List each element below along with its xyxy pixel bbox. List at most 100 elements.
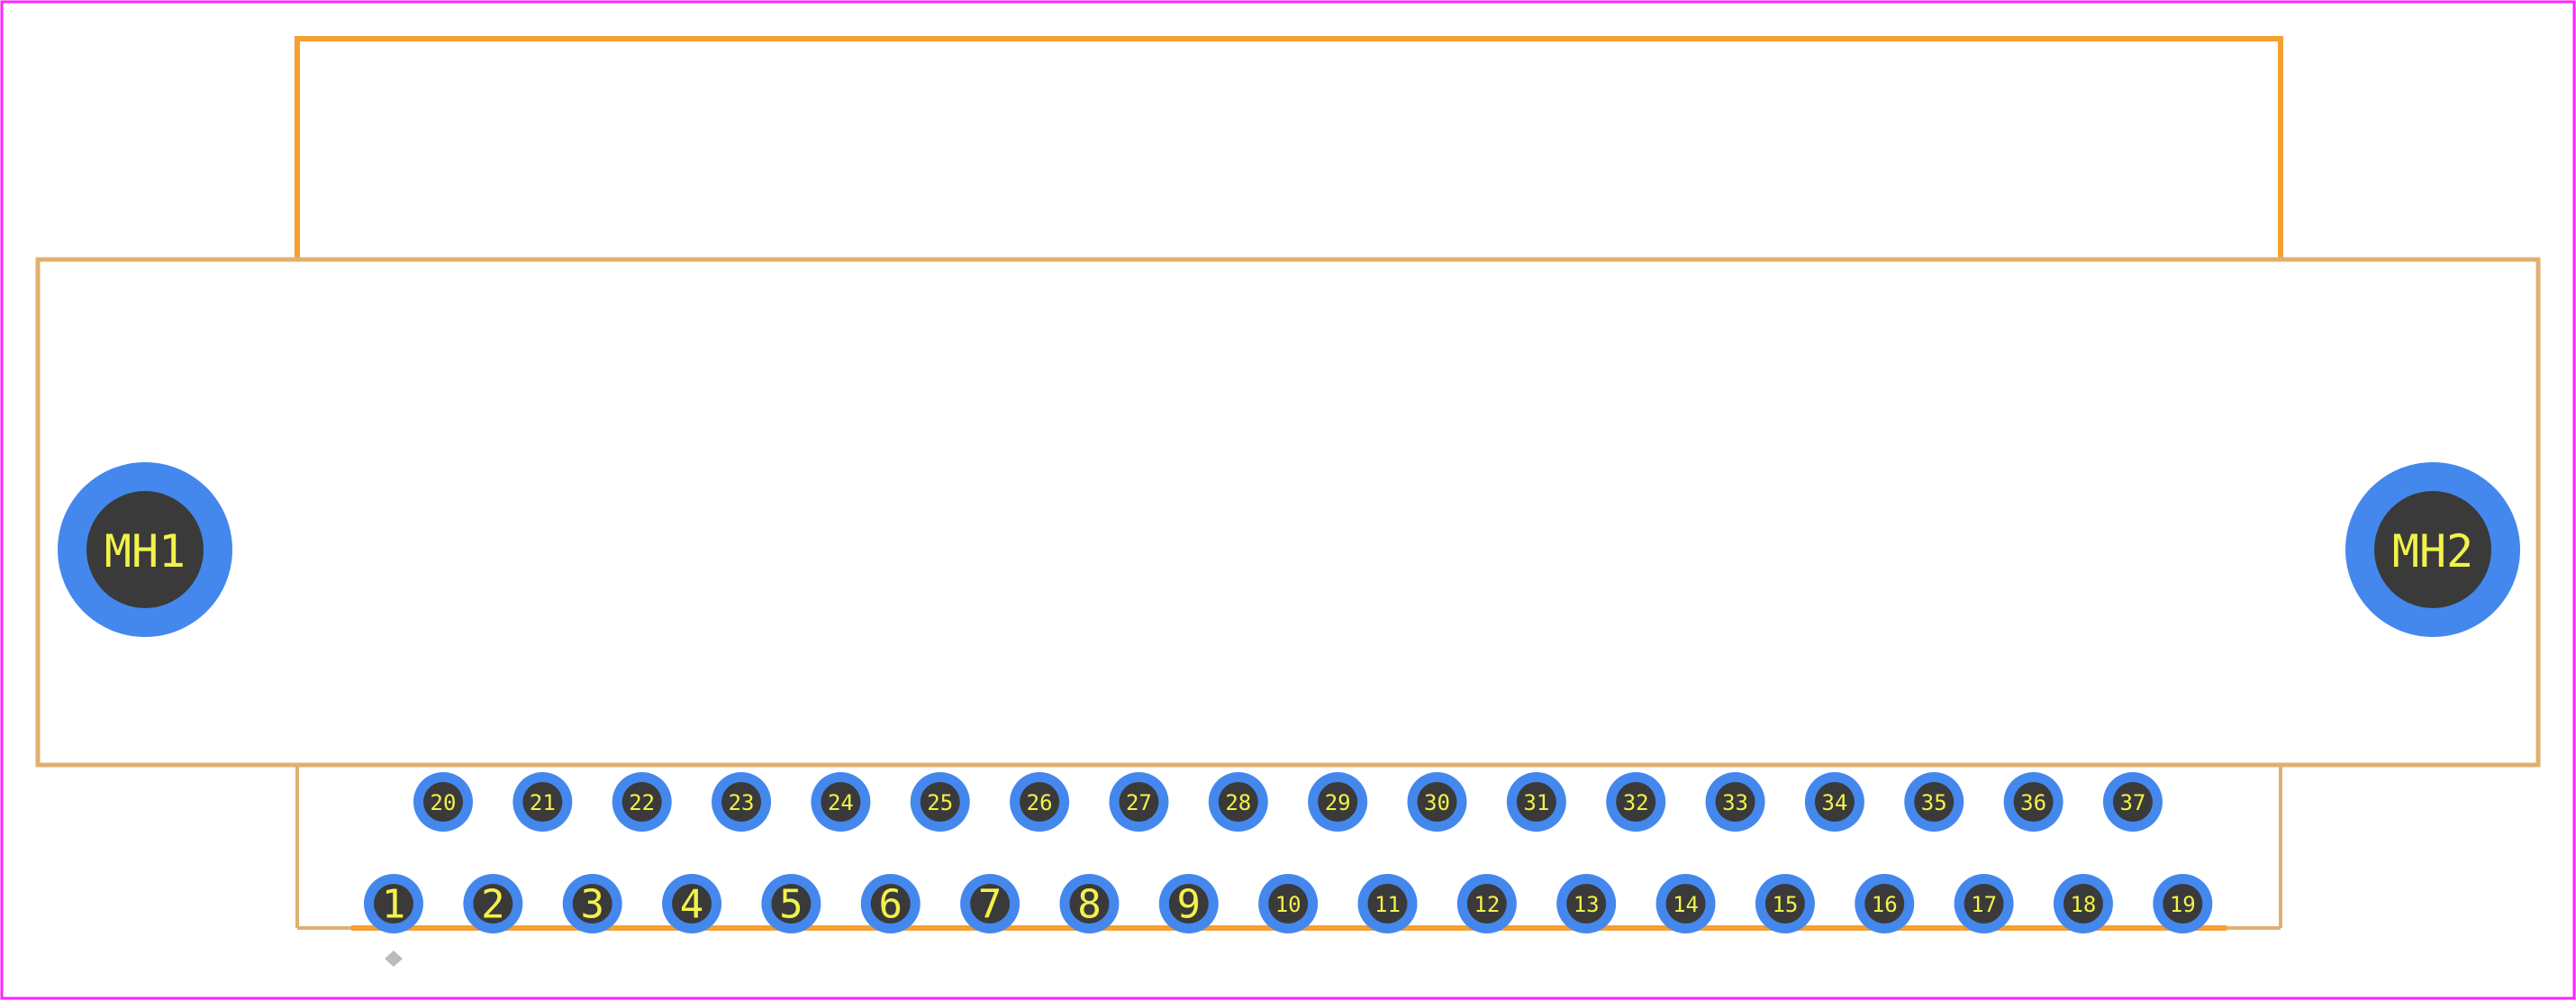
pin-pad-hole bbox=[1814, 782, 1855, 822]
pin-number: 1 bbox=[382, 882, 406, 928]
pin-number: 32 bbox=[1623, 790, 1649, 815]
pin-pad-hole bbox=[1566, 884, 1607, 924]
pin-pad-34: 34 bbox=[1804, 772, 1864, 832]
pin-number: 24 bbox=[828, 790, 854, 815]
pin-pad-21: 21 bbox=[512, 772, 573, 832]
pin-pad-hole bbox=[1417, 782, 1457, 822]
mounting-hole-2-label: MH2 bbox=[2392, 525, 2473, 578]
pin-pad-18: 18 bbox=[2053, 874, 2113, 933]
pin-number: 12 bbox=[1474, 892, 1500, 917]
pin-number: 18 bbox=[2070, 892, 2096, 917]
pin-pad-hole bbox=[621, 782, 662, 822]
pin-number: 25 bbox=[927, 790, 953, 815]
pin-pad-11: 11 bbox=[1357, 874, 1418, 933]
pin1-marker bbox=[385, 951, 403, 967]
pin-number: 26 bbox=[1027, 790, 1053, 815]
pin-number: 19 bbox=[2170, 892, 2196, 917]
pin-pad-hole bbox=[771, 884, 812, 924]
pin-number: 22 bbox=[629, 790, 655, 815]
pin-number: 3 bbox=[580, 882, 604, 928]
pin-pad-hole bbox=[1318, 782, 1358, 822]
pin-number: 34 bbox=[1821, 790, 1847, 815]
pin-pad-35: 35 bbox=[1904, 772, 1964, 832]
pin-number: 10 bbox=[1275, 892, 1302, 917]
pin-pad-15: 15 bbox=[1755, 874, 1815, 933]
pin-number: 4 bbox=[680, 882, 704, 928]
pin-pad-29: 29 bbox=[1308, 772, 1368, 832]
pin-pad-hole bbox=[920, 782, 960, 822]
pin-number: 27 bbox=[1126, 790, 1152, 815]
pin-number: 17 bbox=[1971, 892, 1997, 917]
pin-pad-hole bbox=[522, 782, 563, 822]
pin-pad-26: 26 bbox=[1010, 772, 1070, 832]
pin-number: 35 bbox=[1921, 790, 1947, 815]
pin-pad-hole bbox=[1764, 884, 1805, 924]
pin-pad-4: 4 bbox=[662, 874, 722, 933]
pin-pad-hole bbox=[374, 884, 413, 924]
flange-outline bbox=[35, 257, 2541, 768]
pin-number: 36 bbox=[2020, 790, 2046, 815]
pin-pad-hole bbox=[1268, 884, 1309, 924]
pin-pad-hole bbox=[970, 884, 1011, 924]
pin-pad-hole bbox=[1715, 782, 1755, 822]
pin-number: 2 bbox=[481, 882, 505, 928]
pin-pad-hole bbox=[1964, 884, 2004, 924]
pin-pad-hole bbox=[423, 782, 463, 822]
pin-pad-hole bbox=[1914, 782, 1955, 822]
pin-number: 31 bbox=[1523, 790, 1549, 815]
pin-pad-32: 32 bbox=[1606, 772, 1666, 832]
pin-number: 30 bbox=[1424, 790, 1450, 815]
pin-number: 7 bbox=[978, 882, 1002, 928]
pin-number: 5 bbox=[779, 882, 803, 928]
pin-pad-14: 14 bbox=[1655, 874, 1716, 933]
pin-number: 9 bbox=[1177, 882, 1202, 928]
pin-number: 11 bbox=[1374, 892, 1401, 917]
pin-pad-13: 13 bbox=[1556, 874, 1617, 933]
pin-pad-hole bbox=[2013, 782, 2054, 822]
pin-number: 28 bbox=[1225, 790, 1251, 815]
pin-pad-hole bbox=[2112, 782, 2153, 822]
pin-pad-hole bbox=[1665, 884, 1706, 924]
pin-pad-36: 36 bbox=[2003, 772, 2064, 832]
pin-pad-hole bbox=[473, 884, 513, 924]
pin-pad-hole bbox=[2063, 884, 2103, 924]
pin-number: 23 bbox=[729, 790, 755, 815]
pin-number: 15 bbox=[1772, 892, 1798, 917]
pin-pad-30: 30 bbox=[1407, 772, 1467, 832]
pin-pad-22: 22 bbox=[612, 772, 672, 832]
pin-number: 33 bbox=[1722, 790, 1748, 815]
pin-number: 6 bbox=[879, 882, 903, 928]
pin-pad-31: 31 bbox=[1506, 772, 1566, 832]
pin-pad-hole bbox=[821, 782, 861, 822]
pin-pad-hole bbox=[1864, 884, 1905, 924]
pin-pad-6: 6 bbox=[860, 874, 921, 933]
pin-number: 29 bbox=[1325, 790, 1351, 815]
pin-pad-37: 37 bbox=[2102, 772, 2163, 832]
pin-number: 14 bbox=[1673, 892, 1699, 917]
pin-pad-hole bbox=[572, 884, 612, 924]
pin-pad-1: 1 bbox=[364, 874, 423, 933]
mounting-hole-1-label: MH1 bbox=[104, 525, 186, 578]
pin-pad-7: 7 bbox=[960, 874, 1020, 933]
pin-pad-23: 23 bbox=[712, 772, 772, 832]
pin-pad-hole bbox=[1367, 884, 1408, 924]
pin-pad-hole bbox=[721, 782, 762, 822]
pin-pad-hole bbox=[1069, 884, 1110, 924]
pin-pad-28: 28 bbox=[1208, 772, 1268, 832]
pin-pad-27: 27 bbox=[1109, 772, 1169, 832]
pin-pad-16: 16 bbox=[1855, 874, 1915, 933]
pin-pad-hole bbox=[1466, 884, 1507, 924]
pin-pad-19: 19 bbox=[2153, 874, 2213, 933]
mounting-hole-2: MH2 bbox=[2345, 462, 2520, 637]
pin-pad-5: 5 bbox=[761, 874, 821, 933]
pin-pad-3: 3 bbox=[562, 874, 622, 933]
mounting-hole-1: MH1 bbox=[58, 462, 232, 637]
pin-pad-hole bbox=[870, 884, 911, 924]
pin-pad-33: 33 bbox=[1705, 772, 1765, 832]
top-body-outline bbox=[295, 36, 2283, 259]
pin-pad-8: 8 bbox=[1059, 874, 1120, 933]
